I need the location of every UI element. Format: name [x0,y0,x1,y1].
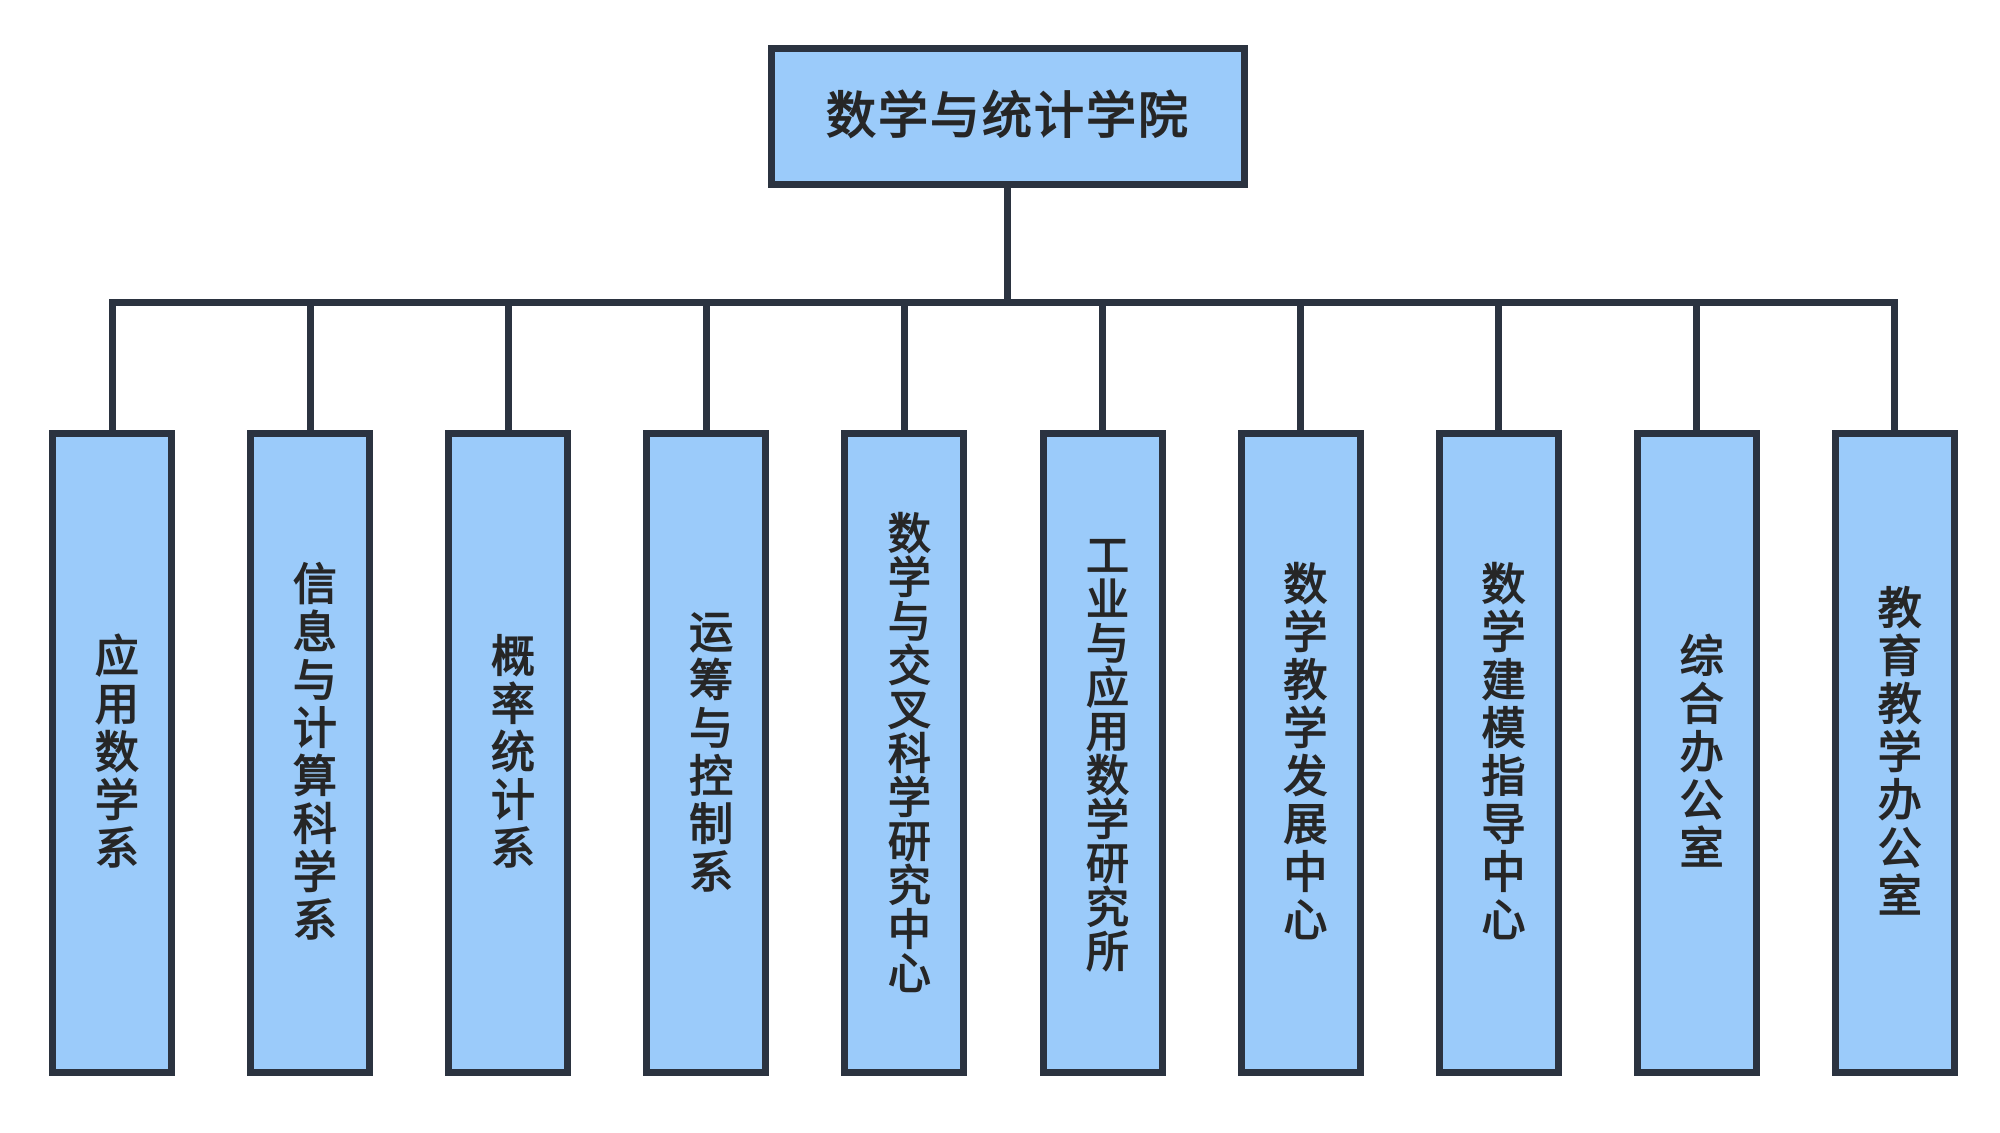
connector-child-stem-3 [504,302,512,432]
org-node-child-9[interactable]: 综合办公室 [1633,430,1760,1076]
org-node-root[interactable]: 数学与统计学院 [768,45,1248,188]
connector-child-stem-1 [108,302,116,432]
org-node-child-10-label: 教育教学办公室 [1869,585,1921,921]
connector-root-stem [1004,186,1011,304]
org-node-child-4-label: 运筹与控制系 [681,609,733,897]
connector-horizontal-bus [108,299,1899,306]
org-node-child-2[interactable]: 信息与计算科学系 [247,430,374,1076]
connector-child-stem-6 [1099,302,1106,432]
connector-child-stem-7 [1297,302,1305,432]
org-node-child-8[interactable]: 数学建模指导中心 [1435,430,1562,1076]
org-node-child-2-label: 信息与计算科学系 [284,561,336,945]
org-node-child-6-label: 工业与应用数学研究所 [1078,533,1129,973]
connector-child-stem-9 [1693,302,1701,432]
org-node-child-4[interactable]: 运筹与控制系 [643,430,770,1076]
org-node-child-5[interactable]: 数学与交叉科学研究中心 [841,430,968,1076]
org-node-child-7[interactable]: 数学教学发展中心 [1237,430,1364,1076]
org-node-child-5-label: 数学与交叉科学研究中心 [880,511,931,995]
org-node-child-10[interactable]: 教育教学办公室 [1831,430,1958,1076]
connector-child-stem-5 [900,302,908,432]
org-node-child-1[interactable]: 应用数学系 [49,430,175,1076]
org-node-child-1-label: 应用数学系 [86,633,138,873]
org-node-child-9-label: 综合办公室 [1671,633,1723,873]
connector-child-stem-2 [306,302,314,432]
connector-child-stem-4 [702,302,710,432]
org-node-child-3-label: 概率统计系 [483,633,535,873]
org-node-root-label: 数学与统计学院 [826,87,1190,145]
org-node-child-7-label: 数学教学发展中心 [1275,561,1327,945]
org-node-child-3[interactable]: 概率统计系 [445,430,572,1076]
connector-child-stem-10 [1891,302,1899,432]
connector-child-stem-8 [1495,302,1503,432]
org-node-child-8-label: 数学建模指导中心 [1473,561,1525,945]
org-node-child-6[interactable]: 工业与应用数学研究所 [1039,430,1166,1076]
